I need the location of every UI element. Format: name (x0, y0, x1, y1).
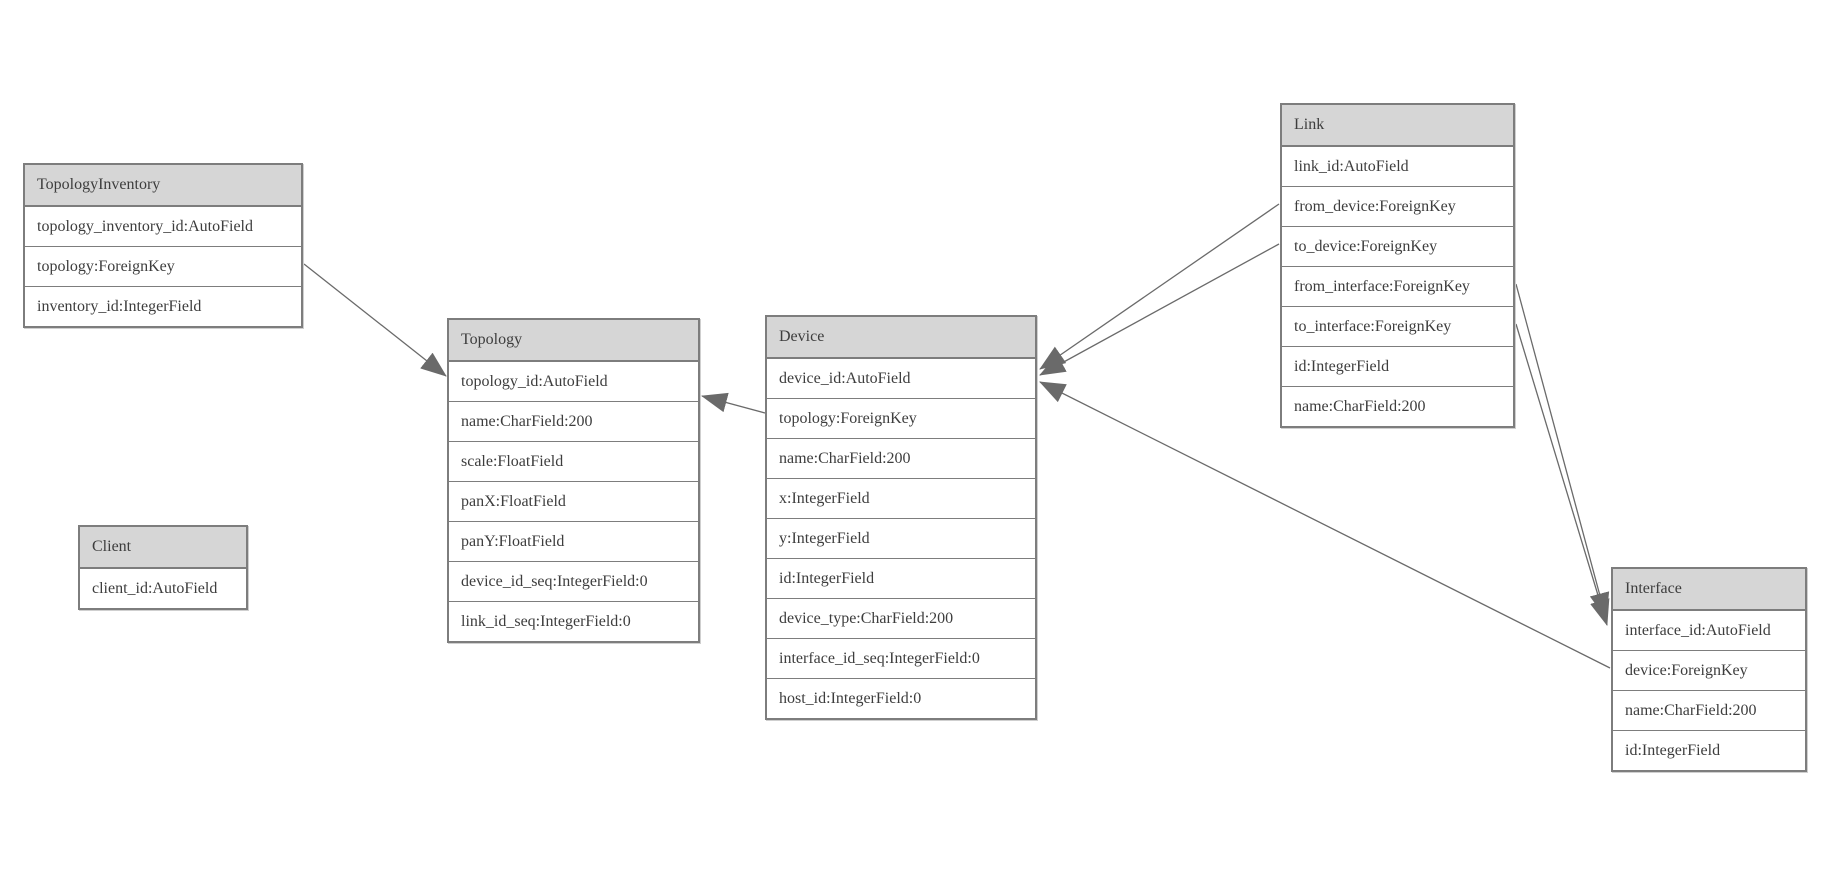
field-row: name:CharField:200 (449, 401, 698, 441)
relationship-line-interface-device-to-device (1039, 381, 1611, 669)
relationship-line-link-from-interface-to-interface (1515, 283, 1610, 619)
relationship-line-link-to-device-to-device (1039, 243, 1280, 376)
field-row: name:CharField:200 (1613, 690, 1805, 730)
entity-title: Client (80, 527, 246, 569)
entity-title: Topology (449, 320, 698, 362)
field-row: link_id:AutoField (1282, 147, 1513, 186)
field-row: device_id_seq:IntegerField:0 (449, 561, 698, 601)
field-row: device_type:CharField:200 (767, 598, 1035, 638)
field-row: id:IntegerField (1282, 346, 1513, 386)
field-row: name:CharField:200 (1282, 386, 1513, 426)
relationship-line-topologyinventory-topology-to-topology (303, 263, 447, 377)
relationship-line-link-from-device-to-device (1039, 203, 1280, 370)
field-row: to_device:ForeignKey (1282, 226, 1513, 266)
field-row: from_interface:ForeignKey (1282, 266, 1513, 306)
field-row: topology:ForeignKey (767, 398, 1035, 438)
field-row: name:CharField:200 (767, 438, 1035, 478)
field-row: link_id_seq:IntegerField:0 (449, 601, 698, 641)
field-row: panX:FloatField (449, 481, 698, 521)
field-row: interface_id:AutoField (1613, 611, 1805, 650)
field-row: inventory_id:IntegerField (25, 286, 301, 326)
relationship-line-device-topology-to-topology (701, 392, 766, 414)
field-row: host_id:IntegerField:0 (767, 678, 1035, 718)
entity-title: Device (767, 317, 1035, 359)
field-row: y:IntegerField (767, 518, 1035, 558)
relationship-line-link-to-interface-to-interface (1515, 323, 1610, 626)
field-row: from_device:ForeignKey (1282, 186, 1513, 226)
field-row: client_id:AutoField (80, 569, 246, 608)
field-row: topology_inventory_id:AutoField (25, 207, 301, 246)
field-row: device:ForeignKey (1613, 650, 1805, 690)
field-row: panY:FloatField (449, 521, 698, 561)
field-row: to_interface:ForeignKey (1282, 306, 1513, 346)
field-row: interface_id_seq:IntegerField:0 (767, 638, 1035, 678)
entity-title: Interface (1613, 569, 1805, 611)
field-row: id:IntegerField (1613, 730, 1805, 770)
entity-title: Link (1282, 105, 1513, 147)
field-row: device_id:AutoField (767, 359, 1035, 398)
field-row: id:IntegerField (767, 558, 1035, 598)
field-row: scale:FloatField (449, 441, 698, 481)
field-row: x:IntegerField (767, 478, 1035, 518)
entity-title: TopologyInventory (25, 165, 301, 207)
field-row: topology_id:AutoField (449, 362, 698, 401)
field-row: topology:ForeignKey (25, 246, 301, 286)
